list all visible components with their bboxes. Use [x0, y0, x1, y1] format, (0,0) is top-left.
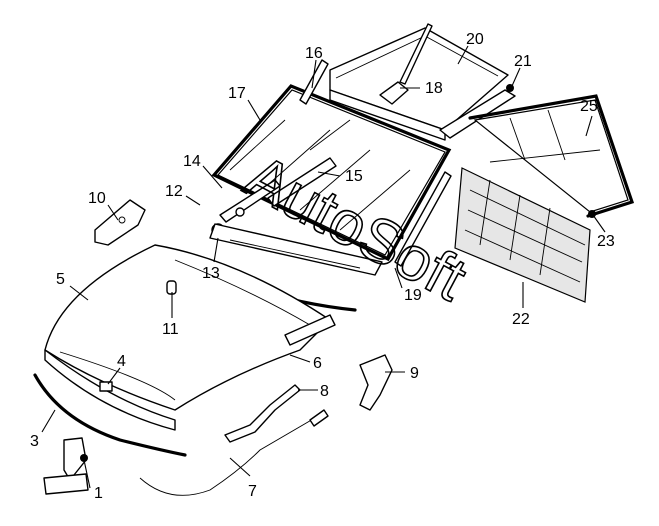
roof-trim-strip [439, 84, 516, 139]
rear-inner-panel [454, 167, 591, 303]
side-window [468, 94, 635, 218]
callout-12: 12 [165, 183, 183, 200]
callout-8: 8 [320, 383, 329, 400]
callout-10: 10 [88, 190, 106, 207]
callout-labels: 1 3 4 5 6 7 8 9 10 11 12 13 14 15 16 17 … [30, 31, 615, 502]
callout-11: 11 [162, 321, 179, 338]
callout-23: 23 [597, 233, 615, 250]
callout-16: 16 [305, 45, 323, 62]
callout-9: 9 [410, 365, 419, 382]
callout-13: 13 [202, 265, 220, 282]
callout-18: 18 [425, 80, 443, 97]
callout-14: 14 [183, 153, 201, 170]
hood-hinge [94, 199, 146, 246]
callout-4: 4 [117, 353, 126, 370]
bonnet-hood [44, 244, 336, 431]
pillar-trims [299, 59, 452, 267]
callout-21: 21 [514, 53, 532, 70]
hood-latch [43, 437, 89, 495]
callout-17: 17 [228, 85, 246, 102]
callout-5: 5 [56, 271, 65, 288]
release-cable [139, 409, 329, 496]
windscreen [211, 84, 452, 262]
callout-22: 22 [512, 311, 530, 328]
callout-15: 15 [345, 168, 363, 185]
callout-6: 6 [313, 355, 322, 372]
callout-1: 1 [94, 485, 103, 502]
release-handle [359, 354, 393, 411]
cowl-panel [209, 223, 383, 276]
callout-7: 7 [248, 483, 257, 500]
leader-lines [41, 45, 606, 489]
callout-20: 20 [466, 31, 484, 48]
callout-25: 25 [580, 98, 598, 115]
hood-front-trim [33, 373, 187, 457]
callout-19: 19 [404, 287, 422, 304]
callout-3: 3 [30, 433, 39, 450]
